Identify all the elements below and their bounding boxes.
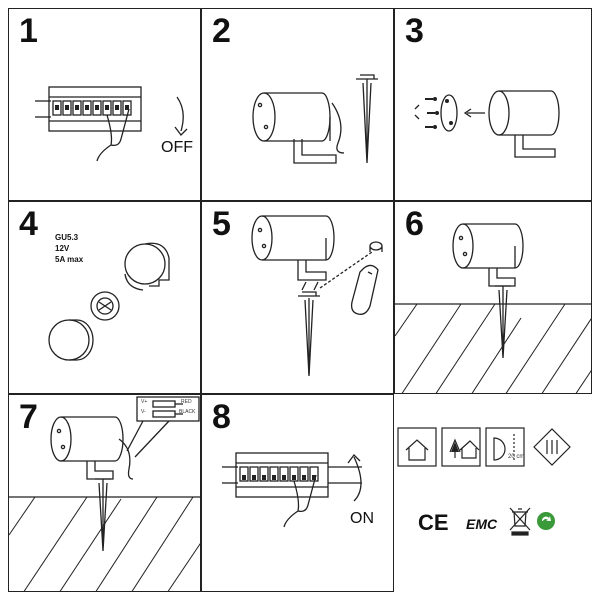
step-3-panel: 3 [394, 8, 592, 201]
step-7-number: 7 [19, 398, 38, 436]
wiring-connection-illustration [9, 396, 200, 591]
wire-label-vplus: V+ [141, 399, 148, 405]
step-6-panel: 6 [394, 201, 592, 394]
step-2-number: 2 [212, 12, 231, 50]
lamp-type-text: GU5.3 [55, 233, 79, 242]
usage-symbols-row [397, 427, 571, 467]
emc-mark: EMC [466, 516, 498, 532]
step-4-panel: 4 GU5.3 12V 5A max [8, 201, 201, 394]
on-label: ON [350, 510, 374, 527]
step-2-panel: 2 [201, 8, 394, 201]
step-8-number: 8 [212, 398, 231, 436]
step-5-number: 5 [212, 205, 231, 243]
step-4-number: 4 [19, 205, 38, 243]
step-5-panel: 5 [201, 201, 394, 394]
lamp-voltage-text: 12V [55, 244, 70, 253]
recycle-icon [537, 512, 555, 530]
step-1-number: 1 [19, 12, 38, 50]
step-8-panel: 8 ON [201, 394, 394, 592]
bulb-replacement-illustration [48, 242, 170, 361]
mount-on-spike-illustration [251, 215, 383, 377]
disposal-icons [509, 507, 555, 536]
step-7-panel: 7 V+ V- RED BLACK [8, 394, 201, 592]
breaker-panel-off-illustration [35, 86, 188, 162]
distance-20cm-text: 20 cm [508, 454, 525, 460]
step-6-number: 6 [405, 205, 424, 243]
wire-label-red: RED [181, 399, 192, 405]
lamp-spec-list: GU5.3 12V 5A max [55, 232, 83, 265]
remove-front-cover-illustration [414, 90, 560, 158]
step-3-number: 3 [405, 12, 424, 50]
wire-label-vminus: V- [141, 409, 146, 415]
weee-bin-icon [509, 507, 531, 536]
certification-panel: 20 cm CE EMC [394, 394, 592, 592]
ce-mark: CE [418, 510, 449, 535]
wire-label-black: BLACK [179, 409, 196, 415]
step-1-panel: 1 OFF [8, 8, 201, 201]
breaker-panel-on-illustration [222, 452, 362, 528]
lamp-power-text: 5A max [55, 255, 84, 264]
off-label: OFF [161, 139, 193, 156]
spotlight-and-spike-illustration [252, 74, 378, 164]
spike-in-ground-illustration [395, 223, 591, 393]
